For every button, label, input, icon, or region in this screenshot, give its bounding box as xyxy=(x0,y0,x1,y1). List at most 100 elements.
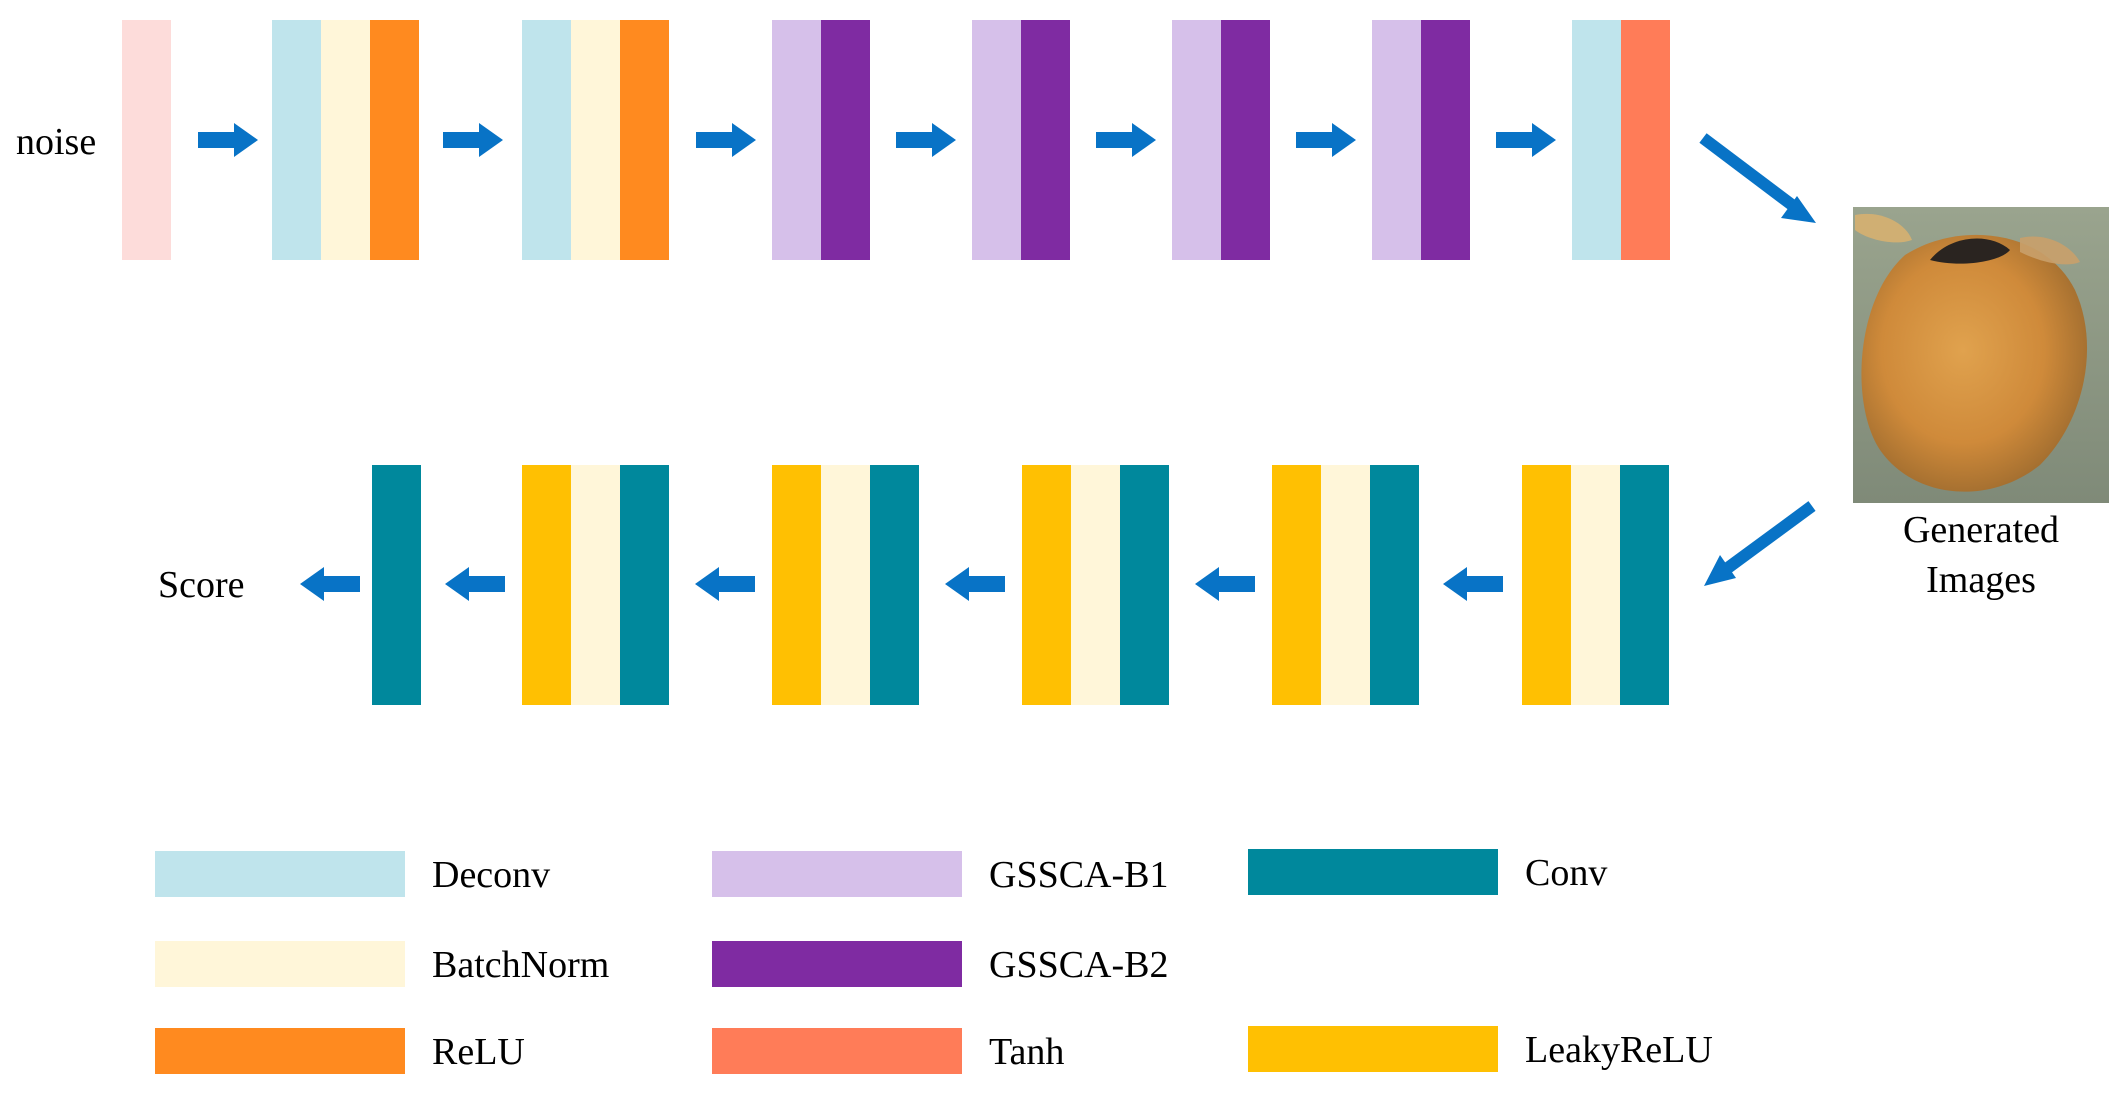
noise-layer xyxy=(122,20,171,260)
tanh-layer xyxy=(1621,20,1670,260)
relu-layer xyxy=(620,20,669,260)
noise-label: noise xyxy=(16,121,96,163)
deconv-layer xyxy=(272,20,321,260)
legend-label: Tanh xyxy=(989,1031,1064,1073)
batchnorm-layer xyxy=(1571,465,1620,705)
discriminator-block-5 xyxy=(1272,465,1419,705)
generator-block-7 xyxy=(1372,20,1470,260)
discriminator-arrows xyxy=(300,567,1503,601)
flow-arrow-from-image xyxy=(1704,501,1816,586)
generator-block-4 xyxy=(772,20,870,260)
batchnorm-layer xyxy=(1321,465,1370,705)
generated-images-label-line1: Generated xyxy=(1903,509,2059,551)
conv-layer xyxy=(1620,465,1669,705)
generated-images-label-line2: Images xyxy=(1926,559,2036,601)
deconv-layer xyxy=(522,20,571,260)
gssca-b2-layer xyxy=(1421,20,1470,260)
gssca-b1-layer xyxy=(772,20,821,260)
conv-layer xyxy=(870,465,919,705)
batchnorm-layer xyxy=(1071,465,1120,705)
right-arrow-5 xyxy=(1096,123,1156,157)
legend-swatch xyxy=(1248,849,1498,895)
discriminator-block-2 xyxy=(522,465,669,705)
legend-swatch xyxy=(712,941,962,987)
generator-blocks xyxy=(122,20,1670,260)
discriminator-blocks xyxy=(372,465,1669,705)
left-arrow-3 xyxy=(695,567,755,601)
leakyrelu-layer xyxy=(522,465,571,705)
leakyrelu-layer xyxy=(772,465,821,705)
conv-layer xyxy=(1120,465,1169,705)
batchnorm-layer xyxy=(571,20,620,260)
legend-item-tanh: Tanh xyxy=(712,1028,1064,1074)
legend-label: LeakyReLU xyxy=(1525,1029,1713,1071)
legend-swatch xyxy=(712,1028,962,1074)
generator-block-5 xyxy=(972,20,1070,260)
legend-item-leakyrelu: LeakyReLU xyxy=(1248,1026,1713,1072)
gssca-b2-layer xyxy=(1221,20,1270,260)
legend-item-gssca-b2: GSSCA-B2 xyxy=(712,941,1169,987)
discriminator-block-3 xyxy=(772,465,919,705)
discriminator-row: Score xyxy=(158,465,1669,705)
left-arrow-4 xyxy=(945,567,1005,601)
legend-item-relu: ReLU xyxy=(155,1028,525,1074)
legend-item-deconv: Deconv xyxy=(155,851,550,897)
generator-block-3 xyxy=(522,20,669,260)
batchnorm-layer xyxy=(571,465,620,705)
left-arrow-2 xyxy=(445,567,505,601)
flow-arrow-to-image xyxy=(1699,133,1816,223)
legend-label: BatchNorm xyxy=(432,944,609,986)
gssca-b1-layer xyxy=(1372,20,1421,260)
left-arrow-5 xyxy=(1195,567,1255,601)
leakyrelu-layer xyxy=(1272,465,1321,705)
relu-layer xyxy=(370,20,419,260)
legend-item-batchnorm: BatchNorm xyxy=(155,941,609,987)
legend-label: GSSCA-B1 xyxy=(989,854,1169,896)
generator-arrows xyxy=(198,123,1556,157)
conv-layer xyxy=(1370,465,1419,705)
generator-block-8 xyxy=(1572,20,1670,260)
legend-label: GSSCA-B2 xyxy=(989,944,1169,986)
generated-images: Generated Images xyxy=(1853,207,2109,601)
leakyrelu-layer xyxy=(1522,465,1571,705)
legend-label: Deconv xyxy=(432,854,550,896)
generator-row: noise xyxy=(16,20,1670,260)
right-arrow-6 xyxy=(1296,123,1356,157)
conv-layer xyxy=(372,465,421,705)
gssca-b1-layer xyxy=(972,20,1021,260)
leakyrelu-layer xyxy=(1022,465,1071,705)
kernel-image xyxy=(1853,207,2109,503)
conv-layer xyxy=(620,465,669,705)
right-arrow-7 xyxy=(1496,123,1556,157)
legend-item-conv: Conv xyxy=(1248,849,1607,895)
legend-swatch xyxy=(1248,1026,1498,1072)
right-arrow-4 xyxy=(896,123,956,157)
discriminator-block-4 xyxy=(1022,465,1169,705)
generator-block-6 xyxy=(1172,20,1270,260)
gssca-b2-layer xyxy=(821,20,870,260)
gssca-b2-layer xyxy=(1021,20,1070,260)
right-arrow-2 xyxy=(443,123,503,157)
legend-label: Conv xyxy=(1525,852,1607,894)
right-arrow-3 xyxy=(696,123,756,157)
gssca-b1-layer xyxy=(1172,20,1221,260)
left-arrow-1 xyxy=(300,567,360,601)
legend-item-gssca-b1: GSSCA-B1 xyxy=(712,851,1169,897)
legend-swatch xyxy=(155,1028,405,1074)
discriminator-block-6 xyxy=(1522,465,1669,705)
legend-label: ReLU xyxy=(432,1031,525,1073)
discriminator-block-1 xyxy=(372,465,421,705)
legend-swatch xyxy=(155,941,405,987)
left-arrow-6 xyxy=(1443,567,1503,601)
score-label: Score xyxy=(158,564,245,606)
legend-swatch xyxy=(712,851,962,897)
right-arrow-1 xyxy=(198,123,258,157)
legend-swatch xyxy=(155,851,405,897)
generator-block-2 xyxy=(272,20,419,260)
batchnorm-layer xyxy=(321,20,370,260)
generator-block-1 xyxy=(122,20,171,260)
deconv-layer xyxy=(1572,20,1621,260)
batchnorm-layer xyxy=(821,465,870,705)
